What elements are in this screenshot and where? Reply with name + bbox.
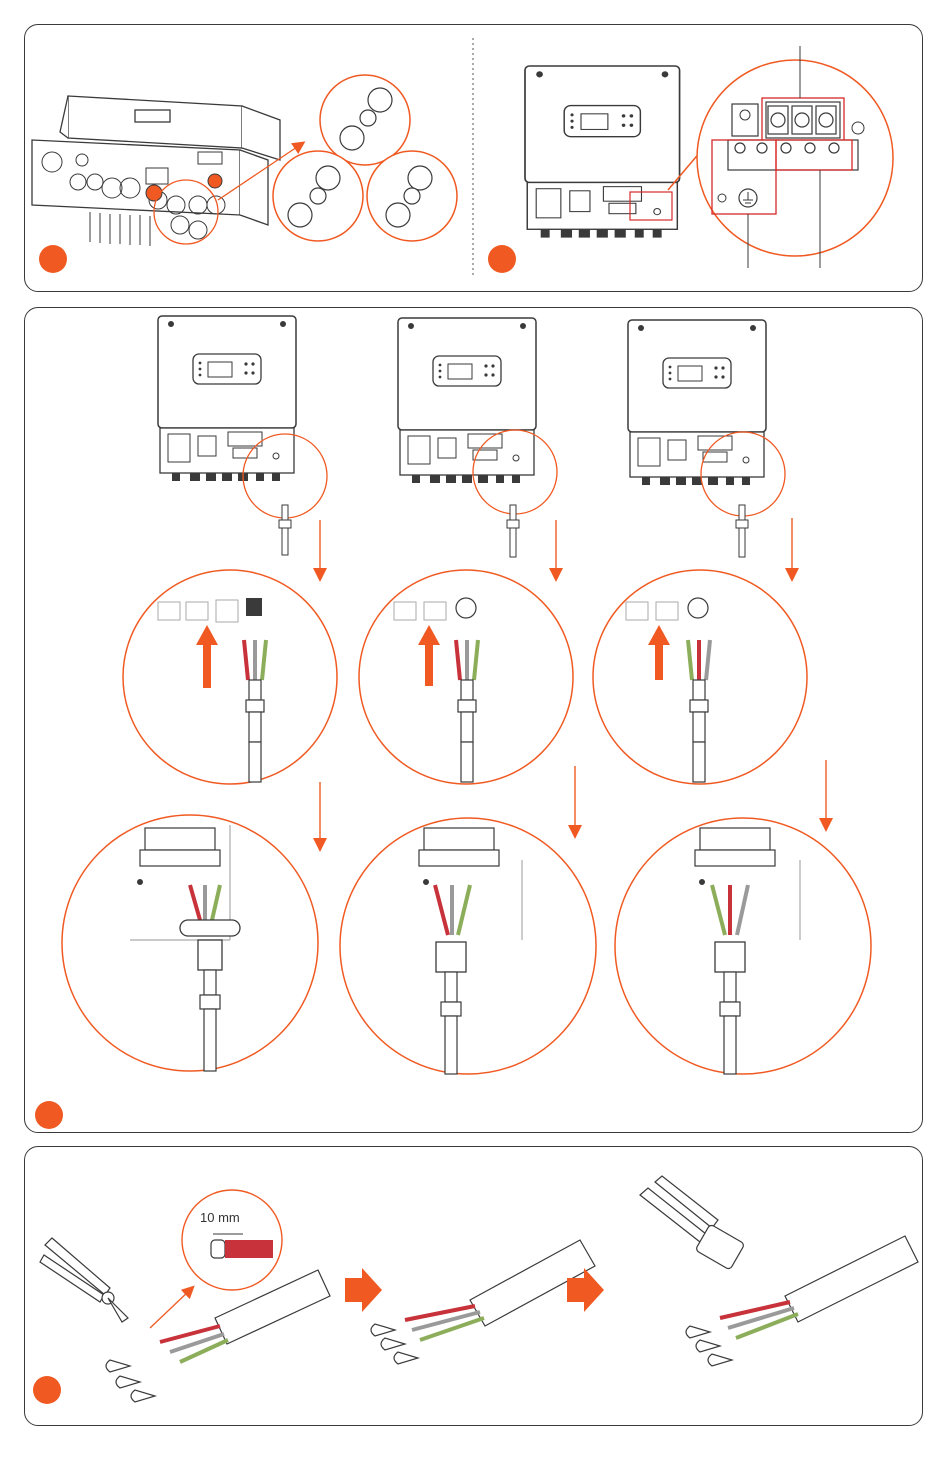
wire-stripper-icon: [40, 1238, 128, 1322]
cable-entry-circle-2: [359, 570, 573, 784]
cable-icon: [215, 1236, 918, 1344]
strip-length-label: 10 mm: [200, 1210, 240, 1225]
cable-entry-circle-1: [123, 570, 337, 784]
crimping-tool-icon: [640, 1176, 745, 1270]
terminal-connect-circle-3: [615, 818, 871, 1074]
terminal-block-icon: [697, 46, 893, 268]
gland-highlight-2: [208, 174, 222, 188]
ring-terminal-icon: [106, 1324, 732, 1402]
terminal-connect-circle-1: [62, 815, 318, 1071]
terminal-connect-circle-2: [340, 818, 596, 1074]
cable-gland-icon: [273, 75, 457, 241]
cable-entry-circle-3: [593, 570, 807, 784]
